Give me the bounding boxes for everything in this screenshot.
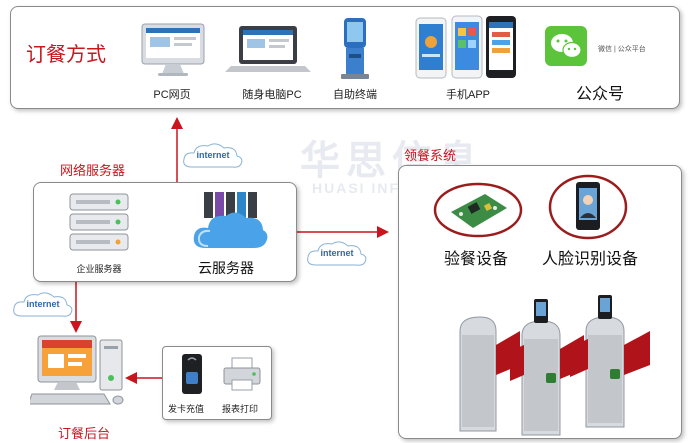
internet-cloud-right: internet	[306, 240, 368, 268]
cloud-server-label: 云服务器	[198, 260, 254, 276]
internet-cloud-top: internet	[182, 142, 244, 170]
backend-computer-icon	[27, 332, 130, 417]
mobile-app-label: 手机APP	[445, 89, 490, 101]
card-reader-icon	[178, 352, 206, 401]
meal-system-title: 领餐系统	[404, 148, 457, 163]
enterprise-server-label: 企业服务器	[76, 264, 122, 274]
backend-title: 订餐后台	[58, 426, 111, 441]
internet-label-left: internet	[26, 299, 60, 309]
phones-icon	[414, 14, 524, 87]
printer-icon	[222, 356, 262, 397]
face-device-icon	[548, 174, 628, 245]
turnstile-gates-icon	[450, 295, 678, 442]
official-account-label: 公众号	[576, 86, 625, 103]
enterprise-server-icon	[68, 192, 132, 259]
pc-web-label: PC网页	[153, 89, 191, 101]
kiosk-icon	[338, 16, 372, 85]
imac-icon	[138, 22, 208, 83]
ordering-methods-title: 订餐方式	[26, 44, 106, 66]
report-print-label: 报表打印	[222, 404, 259, 414]
verify-device-label: 验餐设备	[444, 251, 509, 268]
laptop-pc-label: 随身电脑PC	[242, 89, 302, 101]
network-server-title: 网络服务器	[60, 163, 126, 178]
cloud-server-icon	[190, 190, 270, 257]
kiosk-label: 自助终端	[333, 89, 377, 101]
verify-device-icon	[433, 182, 523, 243]
wechat-icon	[545, 26, 587, 71]
wechat-platform-caption: 微信 | 公众平台	[598, 46, 646, 53]
internet-cloud-left: internet	[12, 291, 74, 319]
internet-label-top: internet	[196, 150, 230, 160]
card-recharge-label: 发卡充值	[168, 404, 205, 414]
internet-label-right: internet	[320, 248, 354, 258]
face-device-label: 人脸识别设备	[542, 251, 639, 268]
laptop-icon	[225, 24, 311, 81]
